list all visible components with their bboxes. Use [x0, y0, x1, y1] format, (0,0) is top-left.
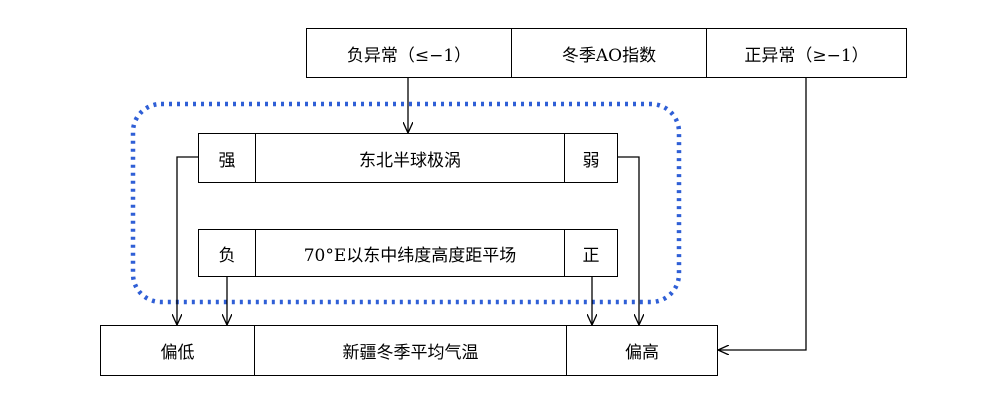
polar-vortex-label: 东北半球极涡	[359, 150, 461, 171]
ao-index-cell: 冬季AO指数	[511, 29, 706, 77]
low-label: 偏低	[160, 343, 195, 363]
negative-anomaly-label: 负异常（≤−1）	[346, 45, 472, 66]
positive-anomaly-label: 正异常（≥−1）	[744, 45, 869, 66]
height-anomaly-cell: 70°E以东中纬度高度距平场	[255, 230, 564, 276]
negative-label: 负	[218, 245, 236, 266]
positive-anomaly-cell: 正异常（≥−1）	[706, 29, 906, 77]
arrow-weak-to-high	[617, 156, 639, 325]
high-cell: 偏高	[566, 326, 717, 375]
height-anomaly-label: 70°E以东中纬度高度距平场	[303, 245, 517, 266]
negative-anomaly-cell: 负异常（≤−1）	[307, 29, 511, 77]
positive-label: 正	[582, 245, 600, 266]
temperature-label: 新疆冬季平均气温	[342, 343, 479, 363]
ao-index-row: 负异常（≤−1） 冬季AO指数 正异常（≥−1）	[306, 28, 907, 78]
weak-label: 弱	[582, 150, 600, 171]
positive-cell: 正	[564, 230, 617, 276]
high-label: 偏高	[625, 343, 659, 363]
ao-index-label: 冬季AO指数	[561, 45, 657, 66]
weak-cell: 弱	[564, 134, 617, 182]
temperature-row: 偏低 新疆冬季平均气温 偏高	[100, 325, 718, 376]
strong-label: 强	[218, 150, 236, 171]
arrow-strong-to-low	[177, 156, 199, 325]
negative-cell: 负	[199, 230, 255, 276]
height-anomaly-row: 负 70°E以东中纬度高度距平场 正	[198, 229, 618, 277]
polar-vortex-row: 强 东北半球极涡 弱	[198, 133, 618, 183]
low-cell: 偏低	[101, 326, 254, 375]
polar-vortex-cell: 东北半球极涡	[255, 134, 564, 182]
arrow-positive-ao-to-high	[718, 78, 807, 350]
strong-cell: 强	[199, 134, 255, 182]
temperature-cell: 新疆冬季平均气温	[254, 326, 566, 375]
